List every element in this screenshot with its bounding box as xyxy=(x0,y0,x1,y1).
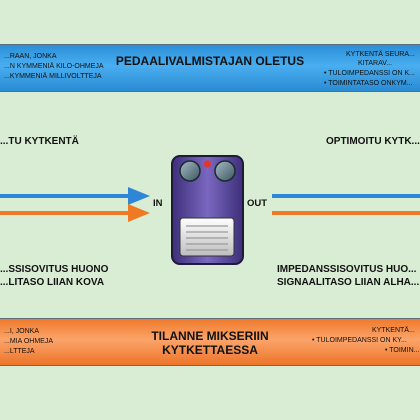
top-left-line-2: ...N KYMMENIÄ KILO-OHMEJA xyxy=(4,63,104,70)
top-left-line-3: ...KYMMENIÄ MILLIVOLTTEJA xyxy=(4,73,102,80)
bottom-right-line-3: • TOIMIN... xyxy=(385,347,420,354)
bottom-left-line-2: ...MIA OHMEJA xyxy=(4,338,54,345)
left-desc-line-2: ...LITASO LIIAN KOVA xyxy=(0,277,105,288)
right-connection-title: OPTIMOITU KYTK... xyxy=(326,136,420,147)
mixer-banner: ...I, JONKA ...MIA OHMEJA ...LTTEJA TILA… xyxy=(0,318,420,366)
top-right-line-3: • TULOIMPEDANSSI ON K... xyxy=(324,70,416,77)
top-band-title: PEDAALIVALMISTAJAN OLETUS xyxy=(115,54,305,68)
orange-arrowhead xyxy=(128,204,150,222)
bottom-left-line-3: ...LTTEJA xyxy=(4,348,35,355)
pedal-icon xyxy=(171,155,244,265)
in-label: IN xyxy=(153,198,163,209)
left-desc-line-1: ...SSISOVITUS HUONO xyxy=(0,264,109,275)
right-desc-line-2: SIGNAALITASO LIIAN ALHA... xyxy=(277,277,420,288)
bottom-right-line-1: KYTKENTÄ... xyxy=(372,327,415,334)
right-desc-line-1: IMPEDANSSISOVITUS HUO... xyxy=(277,264,417,275)
top-right-line-4: • TOIMINTATASO ONKYM... xyxy=(324,80,413,87)
out-label: OUT xyxy=(247,198,268,209)
top-right-line-2: KITARAV... xyxy=(358,60,393,67)
bottom-band-title: TILANNE MIKSERIIN KYTKETTAESSA xyxy=(151,329,269,357)
bottom-right-line-2: • TULOIMPEDANSSI ON KY... xyxy=(312,337,407,344)
left-connection-title: ...TU KYTKENTÄ xyxy=(0,136,79,147)
blue-arrowhead xyxy=(128,187,150,205)
top-right-line-1: KYTKENTÄ SEURA... xyxy=(346,51,415,58)
default-banner: ...RAAN, JONKA ...N KYMMENIÄ KILO-OHMEJA… xyxy=(0,44,420,92)
bottom-left-line-1: ...I, JONKA xyxy=(4,328,40,335)
top-left-line-1: ...RAAN, JONKA xyxy=(4,53,57,60)
